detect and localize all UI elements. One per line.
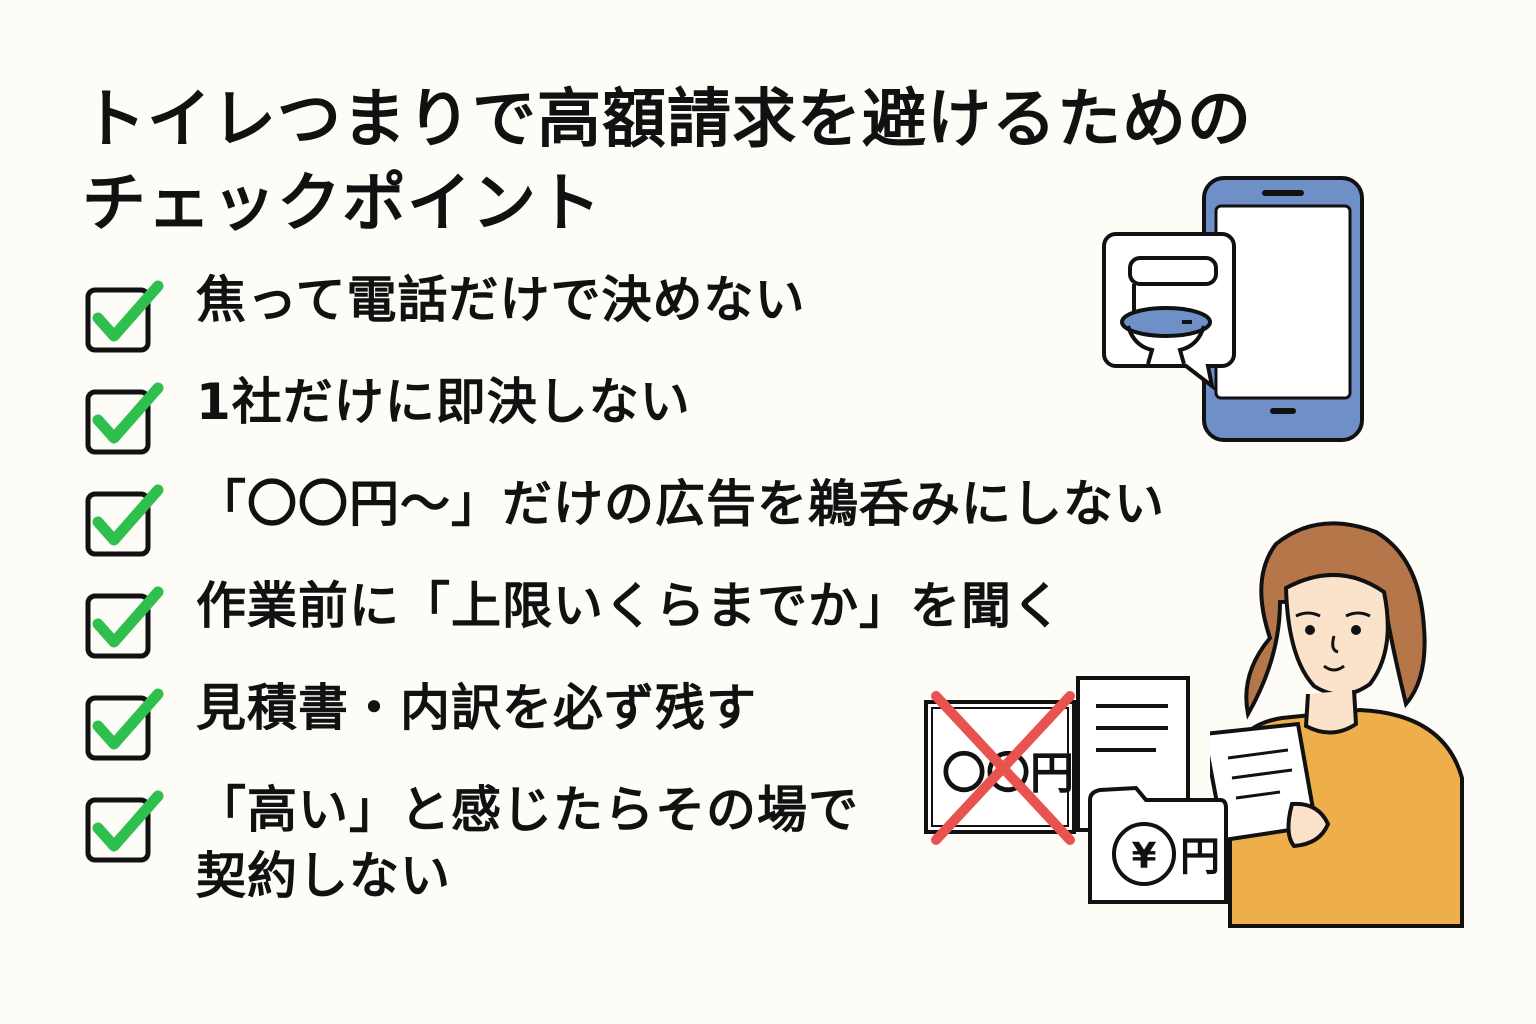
nose [1331,635,1339,654]
documents-illustration: ¥ 円 [1076,676,1228,904]
checklist-item-text: 「高い」と感じたらその場で 契約しない [196,778,859,908]
face [1283,572,1390,697]
checkmark-icon [85,586,164,659]
smartphone-home-button [1270,408,1296,414]
yen-document-icon: ¥ 円 [1088,785,1228,904]
checkmark-icon [85,382,164,455]
cross-mark-icon [931,691,1075,845]
price-ad-card-inner-border [931,707,1069,827]
price-ad-illustration: 〇〇円 [924,691,1076,845]
checklist-item-text-line-1: 「高い」と感じたらその場で [196,781,859,839]
checkmark-icon [85,688,164,761]
checklist-item-text-line-2: 契約しない [196,847,451,905]
checklist-item-text: 焦って電話だけで決めない [196,271,806,329]
left-eye [1305,625,1315,635]
title-line-2: チェックポイント [82,167,602,241]
checkmark-icon [85,790,164,863]
title-line-1: トイレつまりで高額請求を避けるための [82,83,1252,157]
checkmark-icon [85,484,164,557]
woman-illustration [1210,521,1464,928]
checklist-item-text: 作業前に「上限いくらまでか」を聞く [196,577,1063,635]
hair [1244,521,1427,720]
hand [1286,801,1331,849]
smartphone-screen [1214,204,1352,400]
mouth [1323,664,1345,672]
smartphone-speaker [1262,190,1304,196]
neck [1303,689,1359,735]
eyebrows [1295,611,1371,618]
page-title: トイレつまりで高額請求を避けるための チェックポイント [82,78,1342,246]
right-eye [1351,625,1361,635]
yen-text: 円 [1180,834,1220,880]
checklist-item-text: 「〇〇円〜」だけの広告を鵜呑みにしない [196,475,1165,533]
smartphone-illustration [1102,176,1364,442]
checklist-item-text: 1社だけに即決しない [196,373,691,431]
yen-coin-icon [1112,822,1176,886]
yen-symbol: ¥ [1131,836,1156,877]
checkmark-icon [85,280,164,353]
toilet-icon [1120,256,1218,365]
checklist-item-text: 見積書・内訳を必ず残す [196,679,757,737]
